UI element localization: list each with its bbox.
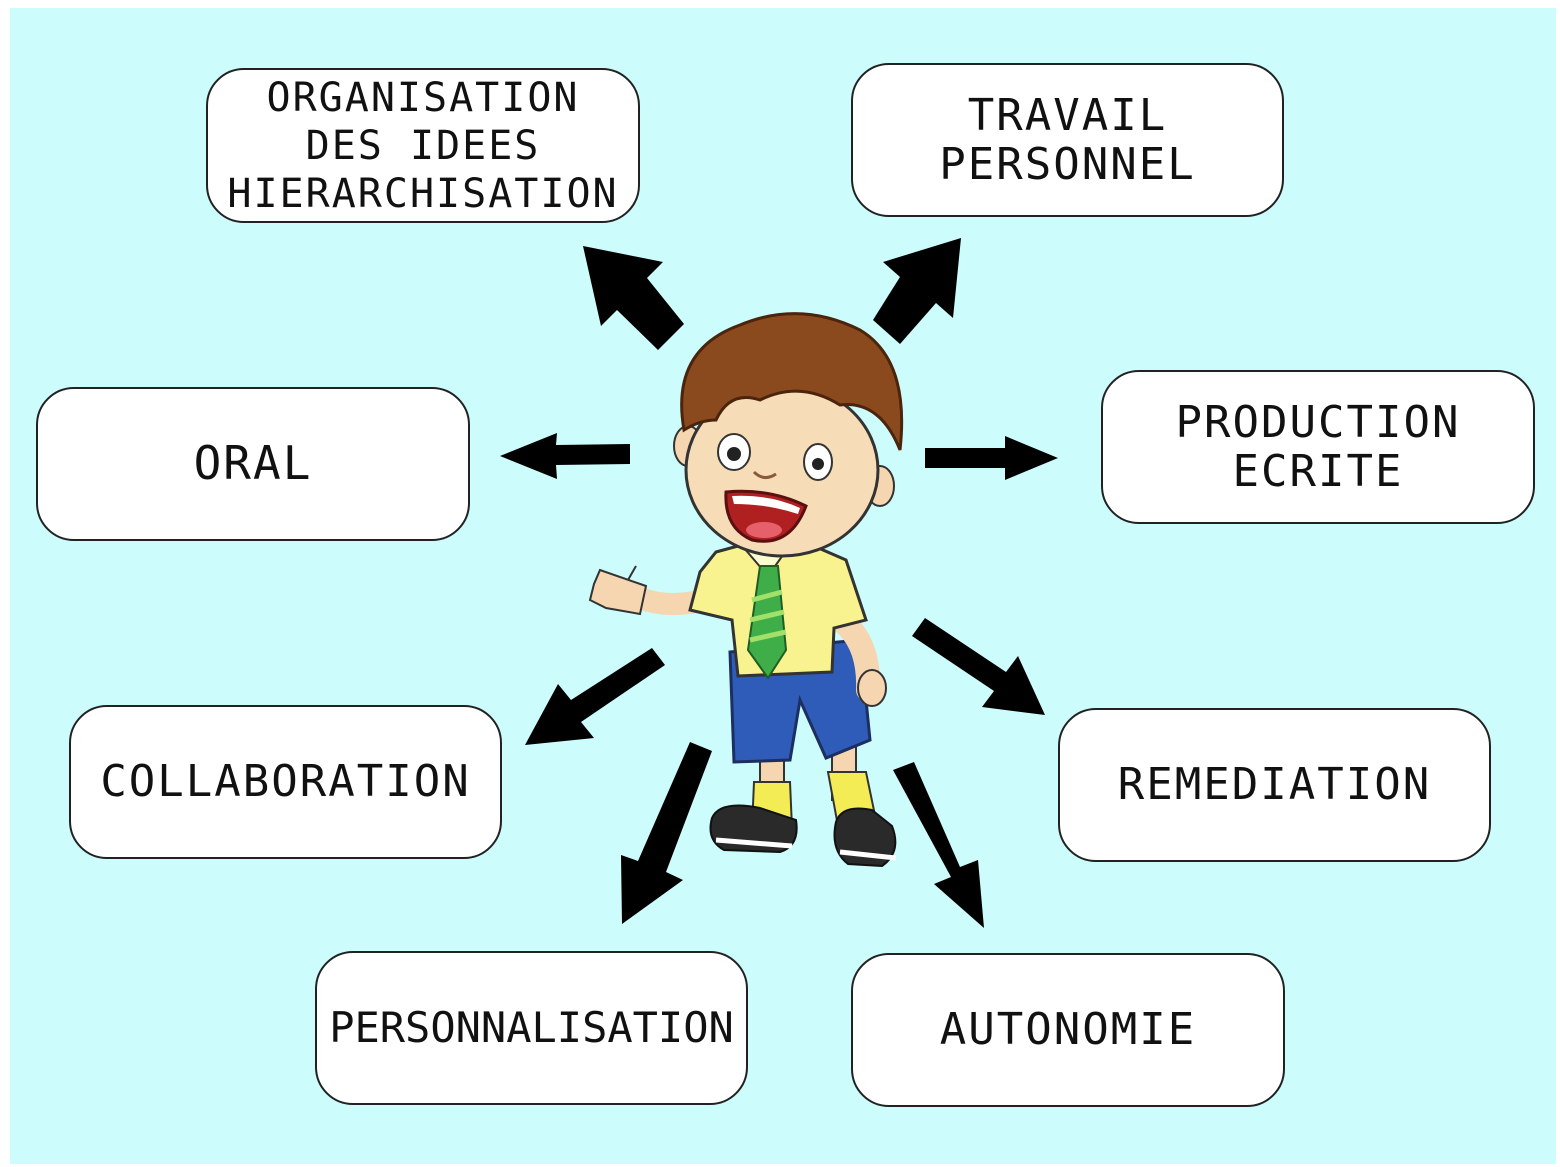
node-production-line-1: PRODUCTION xyxy=(1175,396,1461,448)
node-remediation-line-1: REMEDIATION xyxy=(1117,759,1432,811)
node-collaboration: COLLABORATION xyxy=(69,705,502,859)
arrow-to-production xyxy=(925,436,1058,480)
node-collaboration-line-1: COLLABORATION xyxy=(100,756,471,808)
node-organisation-line-1: ORGANISATION xyxy=(266,74,580,121)
node-personnalisation: PERSONNALISATION xyxy=(315,951,748,1105)
node-production-ecrite: PRODUCTION ECRITE xyxy=(1101,370,1535,524)
node-autonomie: AUTONOMIE xyxy=(851,953,1285,1107)
node-travail-line-2: PERSONNEL xyxy=(939,139,1196,190)
node-oral-line-1: ORAL xyxy=(193,436,313,491)
arrow-to-organisation xyxy=(583,246,684,350)
node-organisation-line-2: DES IDEES xyxy=(305,122,541,169)
node-organisation-line-3: HIERARCHISATION xyxy=(227,170,619,217)
node-autonomie-line-1: AUTONOMIE xyxy=(939,1004,1197,1056)
node-personnalisation-line-1: PERSONNALISATION xyxy=(329,1003,734,1053)
arrow-to-personnalisation xyxy=(621,742,712,924)
node-organisation: ORGANISATION DES IDEES HIERARCHISATION xyxy=(206,68,640,223)
node-travail-line-1: TRAVAIL xyxy=(967,89,1168,141)
arrow-to-oral xyxy=(500,433,630,479)
node-remediation: REMEDIATION xyxy=(1058,708,1491,862)
arrow-to-travail xyxy=(873,238,961,344)
node-production-line-2: ECRITE xyxy=(1232,446,1404,497)
node-travail-personnel: TRAVAIL PERSONNEL xyxy=(851,63,1284,217)
node-oral: ORAL xyxy=(36,387,470,541)
arrow-to-autonomie xyxy=(893,762,984,928)
arrow-to-remediation xyxy=(912,618,1045,715)
arrow-to-collaboration xyxy=(525,648,665,745)
